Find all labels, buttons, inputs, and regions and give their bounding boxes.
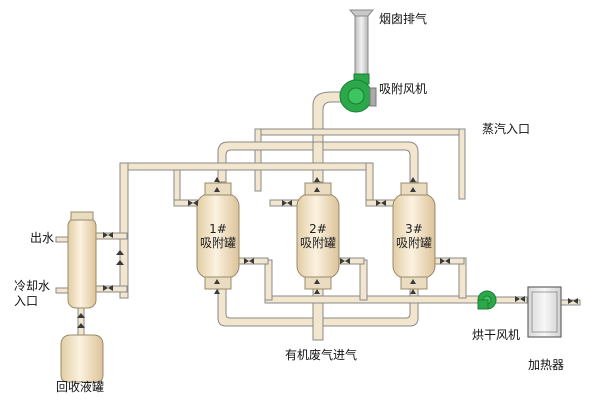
cooling-water-label-1: 冷却水 [14, 279, 51, 293]
valve-icon [282, 200, 292, 206]
condenser [67, 211, 97, 309]
upper-tee-middle [312, 141, 324, 183]
tank-1-name: 吸附罐 [199, 236, 236, 250]
steam-inlet-label: 蒸汽入口 [482, 122, 531, 136]
valve-icon [410, 279, 416, 294]
valve-icon [376, 200, 386, 206]
tank-3-name: 吸附罐 [395, 236, 432, 250]
valve-icon [103, 232, 113, 238]
dry-air-riser-2 [359, 259, 368, 301]
valve-icon [410, 177, 416, 192]
organic-gas-inlet-label: 有机废气进气 [285, 348, 358, 362]
valves [77, 177, 578, 328]
valve-icon [515, 296, 525, 302]
steam-drop-left [254, 128, 262, 192]
valve-icon [440, 258, 450, 264]
adsorption-fan-icon [339, 73, 377, 113]
valve-icon [314, 279, 320, 294]
drying-fan-label: 烘干风机 [472, 328, 521, 342]
water-outlet-label: 出水 [30, 231, 55, 245]
left-down-pipe [119, 162, 129, 299]
cooling-water-label-2: 入口 [14, 294, 39, 308]
valve-icon [188, 200, 198, 206]
exhaust-label: 烟囱排气 [379, 12, 428, 26]
chimney-stack [354, 15, 369, 77]
chimney-cap [348, 9, 375, 17]
adsorption-fan-label: 吸附风机 [379, 82, 428, 96]
dry-air-riser-1 [264, 259, 273, 301]
valve-icon [244, 258, 254, 264]
manifold-line-2 [124, 162, 374, 171]
drying-fan-icon [477, 290, 497, 310]
tank-2-number: 2# [309, 222, 327, 236]
heater-label: 加热器 [528, 358, 565, 372]
steam-drop-right [458, 128, 466, 200]
valve-icon [340, 258, 350, 264]
valve-icon [214, 177, 220, 192]
valve-icon [314, 177, 320, 192]
tank-2-name: 吸附罐 [299, 236, 336, 250]
valve-icon [116, 250, 124, 265]
recovery-tank-label: 回收液罐 [56, 380, 105, 394]
tank-1-number: 1# [209, 222, 227, 236]
valve-icon [103, 285, 113, 291]
valve-icon [568, 298, 578, 304]
valve-icon [77, 313, 85, 328]
steam-main-pipe [254, 128, 466, 136]
gas-inlet-pipe [312, 299, 324, 341]
valve-icon [214, 279, 220, 294]
recovery-tank [60, 334, 104, 383]
manifold-line-2-drop [365, 162, 374, 204]
dry-air-line [264, 295, 484, 304]
chimney [348, 9, 375, 77]
heater [527, 286, 562, 338]
tank-3-number: 3# [405, 222, 423, 236]
